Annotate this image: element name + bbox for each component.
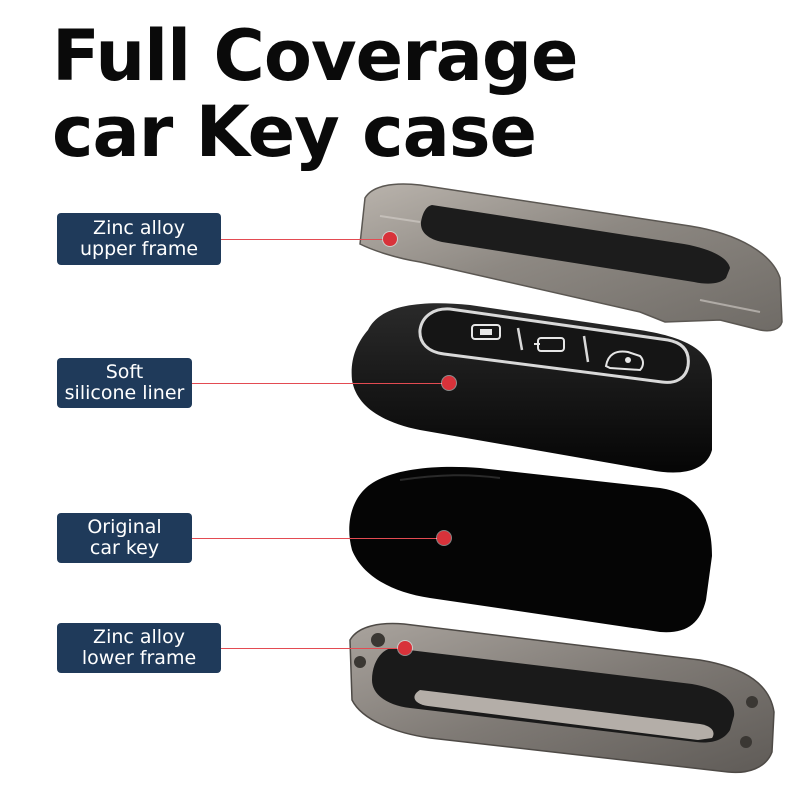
marker-dot-silicone-liner [442, 376, 456, 390]
callout-upper-frame-line-1: Zinc alloy [93, 217, 185, 239]
leader-line-silicone-liner [192, 383, 442, 384]
callout-lower-frame: Zinc alloy lower frame [57, 623, 221, 673]
callout-upper-frame-line-2: upper frame [79, 238, 199, 260]
headline-line-1: Full Coverage [52, 15, 578, 97]
callout-silicone-liner-line-2: silicone liner [64, 382, 185, 404]
leader-line-original-key [192, 538, 437, 539]
trunk-icon [604, 350, 644, 372]
callout-original-key: Original car key [57, 513, 192, 563]
lower-frame [349, 622, 775, 774]
leader-line-upper-frame [221, 239, 383, 240]
upper-frame [359, 183, 783, 332]
callout-lower-frame-line-2: lower frame [81, 647, 197, 669]
callout-lower-frame-line-1: Zinc alloy [93, 626, 185, 648]
marker-dot-original-key [437, 531, 451, 545]
marker-dot-lower-frame [398, 641, 412, 655]
silicone-liner [351, 303, 712, 473]
marker-dot-upper-frame [383, 232, 397, 246]
lock-icon [471, 324, 501, 340]
headline-line-2: car Key case [52, 91, 537, 173]
headline: Full Coverage car Key case [52, 18, 612, 170]
callout-original-key-line-2: car key [89, 537, 160, 559]
original-key [349, 466, 712, 633]
callout-silicone-liner-line-1: Soft [105, 361, 144, 383]
callout-silicone-liner: Soft silicone liner [57, 358, 192, 408]
callout-upper-frame: Zinc alloy upper frame [57, 213, 221, 265]
callout-original-key-line-1: Original [87, 516, 162, 538]
unlock-icon [534, 337, 565, 352]
leader-line-lower-frame [221, 648, 398, 649]
